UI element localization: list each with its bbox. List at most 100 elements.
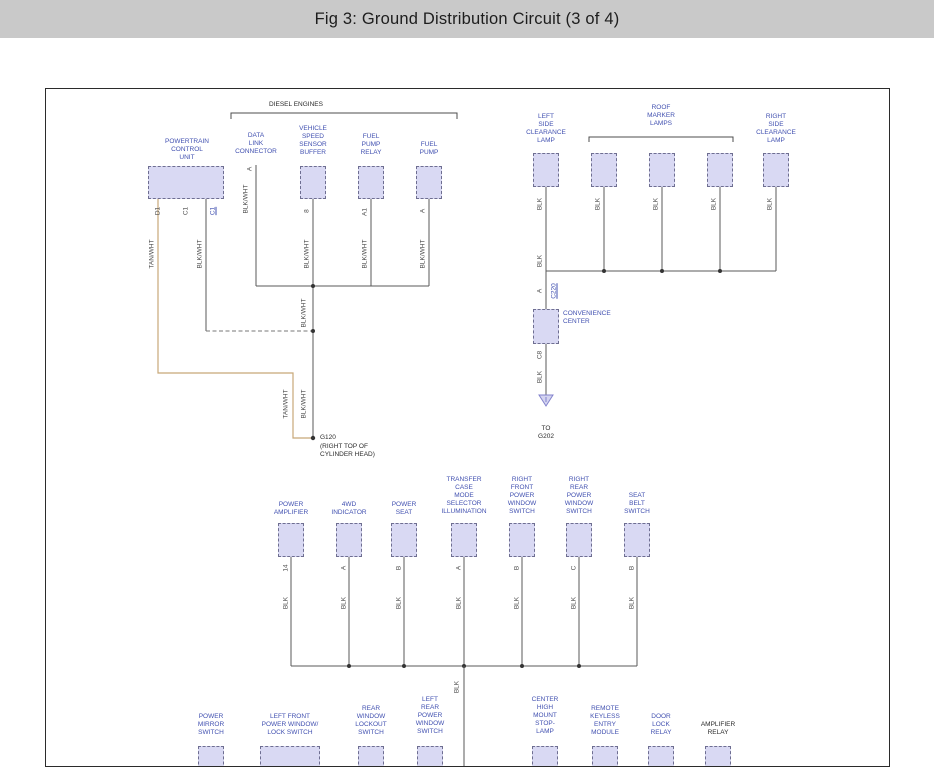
component-label-data-link-connector: DATA LINK CONNECTOR xyxy=(235,132,277,155)
wire-label-blk-to-convenience-center: BLK xyxy=(536,254,544,268)
wire-label-blk-wht-fuel-pump-relay: BLK/WHT xyxy=(361,239,369,269)
component-label-vehicle-speed-sensor-buffer: VEHICLE SPEED SENSOR BUFFER xyxy=(299,125,327,156)
connector-link-c1[interactable]: C1 xyxy=(209,206,217,216)
wire-label-blk-roof-3: BLK xyxy=(710,197,718,211)
wire-label-blk-roof-1: BLK xyxy=(594,197,602,211)
pin-14-power-amplifier: 14 xyxy=(282,564,290,572)
wire-label-blk-wht-fuel-pump: BLK/WHT xyxy=(419,239,427,269)
pin-b-right-front-window-switch: B xyxy=(513,565,521,571)
component-box-rear-window-lockout-switch xyxy=(358,746,384,766)
component-label-left-rear-power-window-switch: LEFT REAR POWER WINDOW SWITCH xyxy=(415,696,445,735)
figure-title-bar: Fig 3: Ground Distribution Circuit (3 of… xyxy=(0,0,934,38)
component-label-left-side-clearance-lamp: LEFT SIDE CLEARANCE LAMP xyxy=(526,113,566,144)
component-box-roof-marker-lamp-3 xyxy=(707,153,733,187)
ground-label-to-g202: TO G202 xyxy=(538,425,554,440)
component-box-right-front-power-window-switch xyxy=(509,523,535,557)
component-box-4wd-indicator xyxy=(336,523,362,557)
component-label-center-high-mount-stop-lamp: CENTER HIGH MOUNT STOP- LAMP xyxy=(531,696,559,735)
pin-c-right-rear-window-switch: C xyxy=(570,565,578,571)
pin-a-fuel-pump: A xyxy=(419,208,427,214)
roof-marker-lamps-bracket xyxy=(588,136,734,142)
wire-label-blk-transfer-case: BLK xyxy=(455,596,463,610)
component-label-power-seat: POWER SEAT xyxy=(391,501,417,516)
figure-title: Fig 3: Ground Distribution Circuit (3 of… xyxy=(314,9,620,28)
component-label-amplifier-relay: AMPLIFIER RELAY xyxy=(700,721,736,736)
component-box-vehicle-speed-sensor-buffer xyxy=(300,166,326,199)
pin-b-power-seat: B xyxy=(395,565,403,571)
ground-symbol-g202 xyxy=(538,394,554,407)
component-box-fuel-pump-relay xyxy=(358,166,384,199)
wire-label-blk-4wd-indicator: BLK xyxy=(340,596,348,610)
component-box-right-rear-power-window-switch xyxy=(566,523,592,557)
component-box-remote-keyless-entry-module xyxy=(592,746,618,766)
pin-a-4wd-indicator: A xyxy=(340,565,348,571)
wire-label-blk-left-clearance: BLK xyxy=(536,197,544,211)
component-label-power-mirror-switch: POWER MIRROR SWITCH xyxy=(197,713,225,736)
wire-label-blk-wht-vss: BLK/WHT xyxy=(303,239,311,269)
component-box-power-mirror-switch xyxy=(198,746,224,766)
wire-label-blk-wht-junction: BLK/WHT xyxy=(300,298,308,328)
wire-label-blk-to-g202: BLK xyxy=(536,370,544,384)
wire-label-blk-main-drop: BLK xyxy=(453,680,461,694)
component-box-roof-marker-lamp-2 xyxy=(649,153,675,187)
component-label-left-front-power-window-lock-switch: LEFT FRONT POWER WINDOW/ LOCK SWITCH xyxy=(261,713,319,736)
pin-a1-fuel-pump-relay: A1 xyxy=(361,208,369,216)
component-label-remote-keyless-entry-module: REMOTE KEYLESS ENTRY MODULE xyxy=(590,705,620,736)
component-label-seat-belt-switch: SEAT BELT SWITCH xyxy=(624,492,650,515)
component-label-powertrain-control-unit: POWERTRAIN CONTROL UNIT xyxy=(165,138,209,161)
wire-label-tan-wht-pcu: TAN/WHT xyxy=(148,239,156,269)
diesel-engines-bracket xyxy=(230,112,458,119)
wire-label-blk-power-amplifier: BLK xyxy=(282,596,290,610)
pin-a-data-link: A xyxy=(246,166,254,172)
component-box-roof-marker-lamp-1 xyxy=(591,153,617,187)
component-box-fuel-pump xyxy=(416,166,442,199)
connector-link-c220[interactable]: C220 xyxy=(550,283,558,299)
pin-d1: D1 xyxy=(154,206,162,216)
component-label-convenience-center: CONVENIENCE CENTER xyxy=(563,310,611,325)
component-box-seat-belt-switch xyxy=(624,523,650,557)
group-label-diesel-engines: DIESEL ENGINES xyxy=(269,101,323,108)
wire-tan-wht xyxy=(157,199,312,439)
component-box-convenience-center xyxy=(533,309,559,344)
wire-label-blk-wht-pcu: BLK/WHT xyxy=(196,239,204,269)
pin-a-convenience-center: A xyxy=(536,288,544,294)
wire-label-blk-right-front-window: BLK xyxy=(513,596,521,610)
component-label-4wd-indicator: 4WD INDICATOR xyxy=(331,501,367,516)
ground-location-g120: (RIGHT TOP OF CYLINDER HEAD) xyxy=(320,443,375,458)
component-label-door-lock-relay: DOOR LOCK RELAY xyxy=(650,713,672,736)
wire-label-blk-wht-to-g120: BLK/WHT xyxy=(300,389,308,419)
pin-c8-convenience-center: C8 xyxy=(536,350,544,360)
component-label-right-front-power-window-switch: RIGHT FRONT POWER WINDOW SWITCH xyxy=(507,476,537,515)
pin-8-vss-buffer: 8 xyxy=(303,209,311,213)
pin-c1: C1 xyxy=(182,206,190,216)
component-box-center-high-mount-stop-lamp xyxy=(532,746,558,766)
wire-label-blk-roof-2: BLK xyxy=(652,197,660,211)
component-box-door-lock-relay xyxy=(648,746,674,766)
group-label-roof-marker-lamps: ROOF MARKER LAMPS xyxy=(647,104,675,127)
component-label-right-side-clearance-lamp: RIGHT SIDE CLEARANCE LAMP xyxy=(756,113,796,144)
wire-label-tan-wht-to-g120: TAN/WHT xyxy=(282,389,290,419)
component-box-power-seat xyxy=(391,523,417,557)
component-label-power-amplifier: POWER AMPLIFIER xyxy=(273,501,309,516)
component-box-right-side-clearance-lamp xyxy=(763,153,789,187)
wire-label-blk-wht-data-link: BLK/WHT xyxy=(242,184,250,214)
component-label-rear-window-lockout-switch: REAR WINDOW LOCKOUT SWITCH xyxy=(355,705,387,736)
wire-label-blk-right-rear-window: BLK xyxy=(570,596,578,610)
component-box-powertrain-control-unit xyxy=(148,166,224,199)
wiring-diagram-canvas: DIESEL ENGINES ROOF MARKER LAMPS POWERTR… xyxy=(45,88,890,767)
wire-label-blk-seat-belt-switch: BLK xyxy=(628,596,636,610)
component-box-left-front-power-window-lock-switch xyxy=(260,746,320,766)
component-label-fuel-pump-relay: FUEL PUMP RELAY xyxy=(360,133,382,156)
component-label-fuel-pump: FUEL PUMP xyxy=(419,141,439,156)
component-label-transfer-case-mode-selector-illumination: TRANSFER CASE MODE SELECTOR ILLUMINATION xyxy=(441,476,487,515)
pin-b-seat-belt-switch: B xyxy=(628,565,636,571)
component-label-right-rear-power-window-switch: RIGHT REAR POWER WINDOW SWITCH xyxy=(564,476,594,515)
component-box-left-side-clearance-lamp xyxy=(533,153,559,187)
ground-label-g120: G120 xyxy=(320,434,336,441)
wire-label-blk-right-clearance: BLK xyxy=(766,197,774,211)
component-box-amplifier-relay xyxy=(705,746,731,766)
ground-point-g120 xyxy=(310,435,316,441)
pin-a-transfer-case-illumination: A xyxy=(455,565,463,571)
wires-layer xyxy=(157,112,777,766)
component-box-transfer-case-mode-selector-illumination xyxy=(451,523,477,557)
